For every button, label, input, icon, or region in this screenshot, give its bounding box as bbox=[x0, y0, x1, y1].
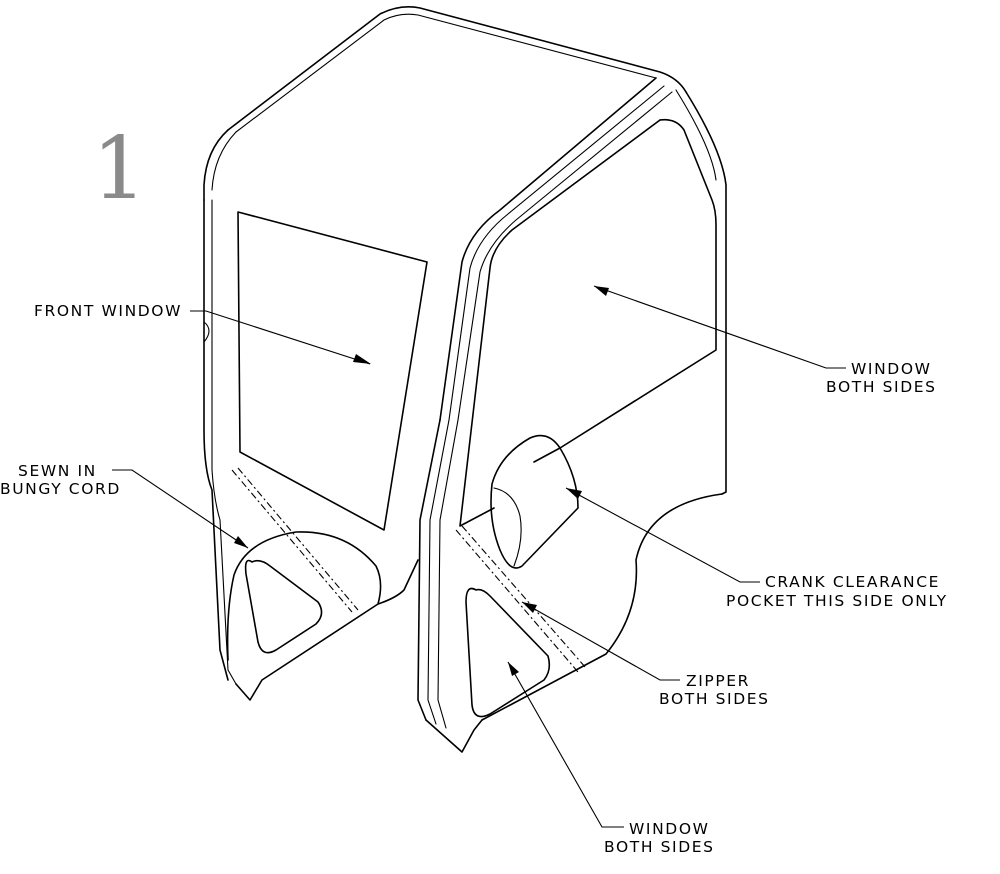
roof-corner-edge-2 bbox=[448, 85, 665, 421]
front-face-lower bbox=[377, 559, 419, 605]
roof-edge-back-inner bbox=[235, 13, 657, 133]
arrowhead-side-window-lower bbox=[508, 662, 519, 676]
zipper-front-1 bbox=[231, 469, 353, 613]
center-pillar-left bbox=[417, 419, 441, 721]
callout-bungy-cord-line1: SEWN IN bbox=[18, 462, 97, 480]
roof-corner-edge bbox=[439, 77, 657, 421]
front-left-edge-inner bbox=[211, 199, 237, 685]
callout-side-window-upper-line2: BOTH SIDES bbox=[826, 378, 937, 396]
center-pillar-base bbox=[425, 719, 483, 753]
leader-side-window-lower bbox=[507, 661, 624, 828]
crank-pocket-inner bbox=[493, 487, 522, 567]
leader-crank-pocket bbox=[565, 487, 760, 583]
rear-wheel-arch bbox=[481, 493, 723, 721]
side-window-lower-outline bbox=[465, 587, 551, 718]
zipper-side-2 bbox=[461, 525, 587, 669]
callout-side-window-lower-line2: BOTH SIDES bbox=[604, 838, 715, 856]
callout-crank-pocket-line2: POCKET THIS SIDE ONLY bbox=[726, 592, 948, 610]
arrowhead-side-window-upper bbox=[594, 286, 609, 296]
callout-side-window-lower: WINDOW BOTH SIDES bbox=[507, 661, 715, 856]
leader-front-window bbox=[190, 310, 371, 365]
callout-side-window-lower-line1: WINDOW bbox=[629, 820, 710, 838]
side-window-upper-left bbox=[459, 119, 661, 527]
front-lower-window-outline bbox=[244, 559, 323, 654]
crank-pocket-outline bbox=[490, 434, 579, 569]
callout-crank-pocket: CRANK CLEARANCE POCKET THIS SIDE ONLY bbox=[565, 487, 948, 610]
zipper-front-2 bbox=[237, 467, 359, 611]
arrowhead-front-window bbox=[353, 354, 371, 364]
roof-edge-back bbox=[227, 6, 687, 131]
roof-edge-front bbox=[203, 129, 229, 201]
callout-side-window-upper: WINDOW BOTH SIDES bbox=[593, 285, 937, 396]
arrowhead-zipper bbox=[522, 602, 537, 613]
leader-zipper bbox=[521, 601, 680, 681]
leader-side-window-upper bbox=[593, 285, 846, 369]
callout-zipper-line1: ZIPPER bbox=[686, 672, 750, 690]
rear-right-edge-inner bbox=[675, 89, 717, 181]
callout-front-window: FRONT WINDOW bbox=[34, 302, 371, 365]
front-left-edge bbox=[203, 199, 229, 681]
roof-front-inner bbox=[211, 131, 237, 191]
sheet-number: 1 bbox=[92, 119, 147, 219]
front-wheel-arch bbox=[226, 531, 382, 701]
callout-zipper: ZIPPER BOTH SIDES bbox=[521, 601, 770, 708]
leader-bungy-cord bbox=[112, 469, 249, 549]
callout-crank-pocket-line1: CRANK CLEARANCE bbox=[765, 573, 940, 591]
side-window-upper-outline bbox=[533, 118, 717, 463]
rear-right-edge bbox=[685, 91, 727, 495]
callout-bungy-cord: SEWN IN BUNGY CORD bbox=[0, 462, 249, 549]
front-edge-notch bbox=[203, 321, 210, 343]
cab-body bbox=[203, 6, 727, 753]
callout-bungy-cord-line2: BUNGY CORD bbox=[0, 480, 121, 498]
callout-zipper-line2: BOTH SIDES bbox=[659, 690, 770, 708]
roof-corner-edge-3 bbox=[457, 91, 673, 421]
arrowhead-bungy-cord bbox=[234, 536, 248, 548]
front-window-outline bbox=[237, 211, 428, 531]
callout-front-window-line1: FRONT WINDOW bbox=[34, 302, 182, 320]
center-pillar-mid bbox=[427, 419, 450, 725]
arrowhead-crank-pocket bbox=[566, 488, 582, 499]
callout-side-window-upper-line1: WINDOW bbox=[851, 360, 932, 378]
center-pillar-right bbox=[437, 419, 459, 729]
zipper-side-1 bbox=[455, 529, 579, 673]
